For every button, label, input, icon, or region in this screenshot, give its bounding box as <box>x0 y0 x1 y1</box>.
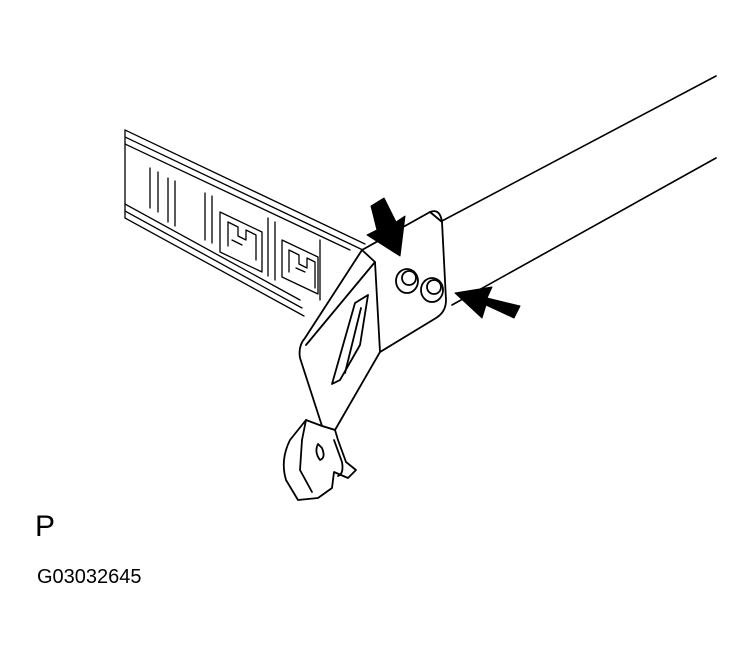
mounting-bracket <box>298 210 447 431</box>
bolt-head-upper <box>395 268 419 294</box>
bolt-heads <box>395 268 444 303</box>
arrow-left-icon <box>454 286 521 319</box>
figure-code: G03032645 <box>37 566 142 588</box>
arrow-indicators <box>366 197 521 319</box>
rail-bar <box>439 75 717 306</box>
background-frame <box>124 129 366 317</box>
bolt-head-lower <box>420 277 444 303</box>
view-label: P <box>35 510 56 543</box>
arrow-down-icon <box>366 197 406 257</box>
hook-tab <box>282 419 357 501</box>
